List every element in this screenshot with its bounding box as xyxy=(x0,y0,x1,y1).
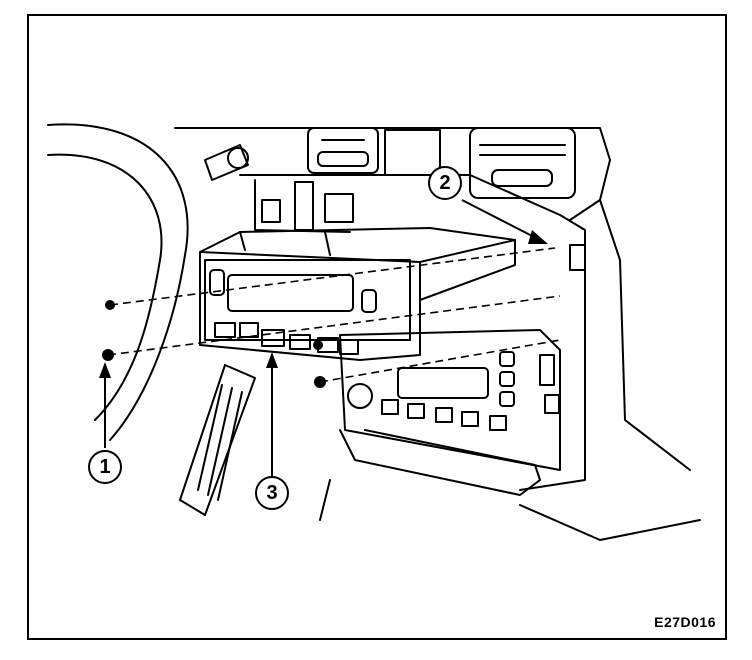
radio-unit xyxy=(199,227,516,361)
figure-frame xyxy=(27,14,727,640)
callout-1-label: 1 xyxy=(99,455,111,478)
figure-code: E27D016 xyxy=(654,614,716,630)
leader-arrow-2 xyxy=(461,199,541,241)
installation-path-lines xyxy=(107,247,561,383)
mounting-screw xyxy=(102,300,326,388)
callout-3: 3 xyxy=(255,476,289,510)
console-audio-unit xyxy=(339,329,561,471)
center-vent-left xyxy=(307,127,379,174)
steering-wheel xyxy=(47,123,189,441)
center-vent-right xyxy=(469,127,576,199)
callout-2: 2 xyxy=(428,166,462,200)
arrow-head-1 xyxy=(99,362,111,378)
callout-1: 1 xyxy=(88,450,122,484)
pedal xyxy=(179,364,256,516)
arrow-head-2 xyxy=(528,230,548,244)
dashboard-outline xyxy=(174,127,611,201)
callout-2-label: 2 xyxy=(439,171,451,194)
callout-3-label: 3 xyxy=(266,481,278,504)
arrow-head-3 xyxy=(266,352,278,368)
